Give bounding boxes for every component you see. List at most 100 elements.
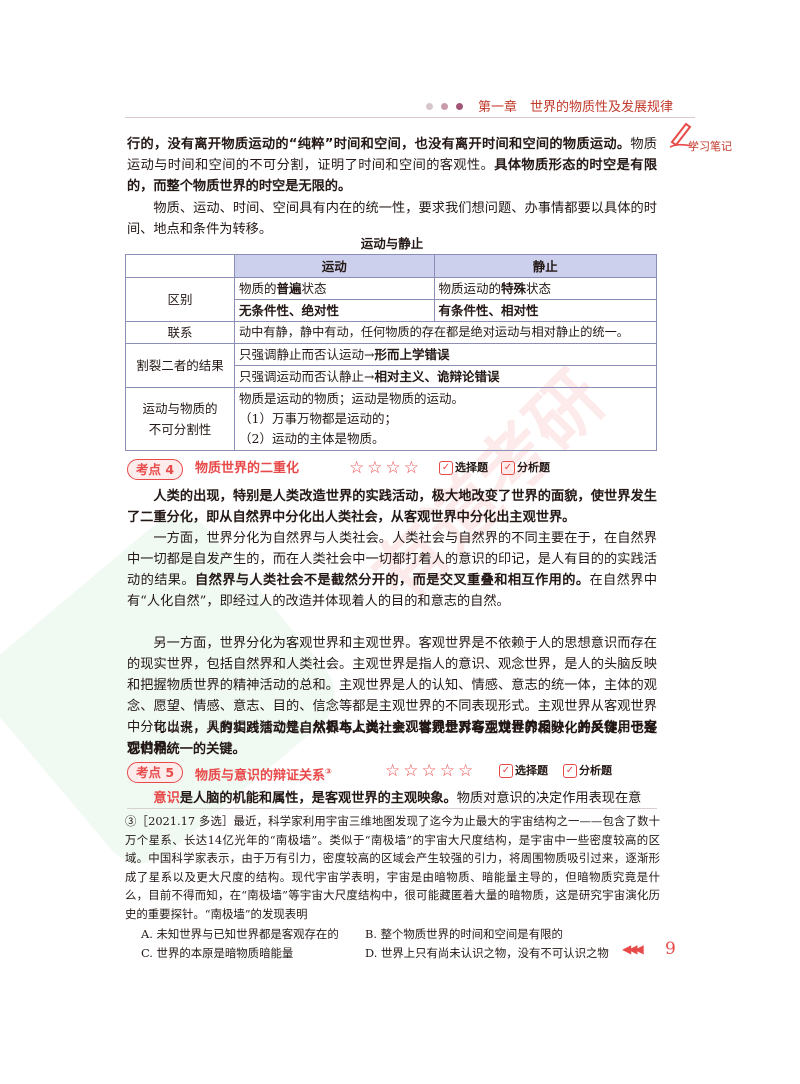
page-arrow-icon: ◀◀◀	[622, 942, 644, 956]
question-type-analysis: ✓分析题	[563, 762, 612, 780]
cell-bold: 无条件性、绝对性	[239, 303, 340, 318]
check-icon: ✓	[439, 461, 453, 475]
intro-paragraph-1: 行的，没有离开物质运动的“纯粹”时间和空间，也没有离开时间和空间的物质运动。物质…	[127, 134, 657, 197]
question-type-choice: ✓选择题	[499, 762, 548, 780]
key-point-4-bar: 考点 4 物质世界的二重化 ☆☆☆☆ ✓选择题 ✓分析题	[127, 457, 657, 481]
table-header-row: 运动 静止	[125, 254, 658, 278]
kp5-lead-text: 物质对意识的决定作用表现在意	[456, 791, 642, 806]
insep-line: （2）运动的主体是物质。	[239, 431, 385, 446]
table-row: 运动与物质的不可分割性 物质是运动的物质；运动是物质的运动。 （1）万事万物都是…	[125, 387, 657, 451]
diff-rest-nature: 有条件性、相对性	[433, 299, 658, 322]
key-point-4-tag: 考点 4	[127, 459, 184, 480]
key-point-5-bar: 考点 5 物质与意识的辩证关系③ ☆☆☆☆☆ ✓选择题 ✓分析题	[127, 760, 657, 784]
study-notes-text: 学习笔记	[688, 140, 732, 153]
dot-dark	[456, 103, 463, 110]
check-label: 分析题	[517, 461, 550, 474]
dot-mid	[441, 103, 448, 110]
dot-light	[426, 103, 433, 110]
kp4-paragraph-3: 另一方面，世界分化为客观世界和主观世界。客观世界是不依赖于人的思想意识而存在的现…	[127, 633, 657, 759]
kp4-paragraph-2: 一方面，世界分化为自然界与人类社会。人类社会与自然界的不同主要在于，在自然界中一…	[127, 528, 657, 612]
key-point-5-title: 物质与意识的辩证关系③	[195, 762, 332, 786]
check-label: 分析题	[579, 764, 612, 777]
link-label: 联系	[125, 321, 235, 344]
option-a: A. 未知世界与已知世界都是客观存在的	[141, 927, 339, 941]
table-row: 联系 动中有静，静中有动，任何物质的存在都是绝对运动与相对静止的统一。	[125, 321, 657, 344]
cell-text: 状态	[301, 281, 327, 296]
split-label: 割裂二者的结果	[125, 343, 235, 388]
cell-text: 物质的	[239, 281, 277, 296]
cell-bold: 有条件性、相对性	[438, 303, 539, 318]
kp4-p2-bold: 自然界与人类社会不是截然分开的，而是交叉重叠和相互作用的。	[195, 573, 590, 588]
check-icon: ✓	[563, 764, 577, 778]
header-rule	[125, 117, 695, 118]
cell-bold: 相对主义、诡辩论错误	[374, 369, 500, 384]
cell-text: 物质运动的	[438, 281, 502, 296]
insep-label: 运动与物质的不可分割性	[125, 387, 235, 451]
split-row-2: 只强调运动而否认静止→相对主义、诡辩论错误	[234, 365, 657, 388]
kp4-p4-bold: 人的实践活动是自然界与人类社会、客观世界与主观世界相分化的关键，也是它们相统一的…	[127, 721, 658, 757]
check-icon: ✓	[499, 764, 513, 778]
split-row-1: 只强调静止而否认运动→形而上学错误	[234, 343, 657, 366]
table-corner	[125, 254, 235, 278]
kp4-paragraph-1: 人类的出现，特别是人类改造世界的实践活动，极大地改变了世界的面貌，使世界发生了二…	[127, 486, 657, 528]
insep-line: 物质是运动的物质；运动是物质的运动。	[239, 391, 465, 406]
kp4-p3-text: 另一方面，世界分化为客观世界和主观世界。客观世界是不依赖于人的思想意识而存在的现…	[127, 636, 657, 735]
header-motion: 运动	[234, 254, 435, 278]
kp4-p4-text: 可以说，	[153, 721, 207, 736]
kp5-lead: 意识是人脑的机能和属性，是客观世界的主观映象。物质对意识的决定作用表现在意	[127, 788, 657, 809]
header-dots	[426, 99, 471, 114]
kp4-p2-text-2: 在自然界中有“人化自然”，即经过人的改造并体现着人的目的和意志的自然。	[127, 573, 658, 609]
kp4-p1-bold: 人类的出现，特别是人类改造世界的实践活动，极大地改变了世界的面貌，使世界发生了二…	[127, 489, 657, 525]
question-type-choice: ✓选择题	[439, 459, 488, 477]
intro-paragraph-2: 物质、运动、时间、空间具有内在的统一性，要求我们想问题、办事情都要以具体的时间、…	[127, 201, 657, 237]
kp4-p2-text: 一方面，世界分化为自然界与人类社会。人类社会与自然界的不同主要在于，在自然界中一…	[127, 531, 657, 588]
cell-text: 只强调运动而否认静止→	[239, 369, 375, 384]
option-b: B. 整个物质世界的时间和空间是有限的	[365, 927, 563, 941]
table-caption: 运动与静止	[360, 236, 424, 251]
kp4-paragraph-4: 可以说，人的实践活动是自然界与人类社会、客观世界与主观世界相分化的关键，也是它们…	[127, 718, 657, 760]
chapter-title: 第一章 世界的物质性及发展规律	[478, 100, 674, 115]
difficulty-stars: ☆☆☆☆	[349, 458, 422, 478]
header-rest: 静止	[433, 254, 658, 278]
cell-bold: 形而上学错误	[374, 347, 450, 362]
footnote-divider	[127, 808, 657, 809]
kp5-lead-bold: 是人脑的机能和属性，是客观世界的主观映象。	[179, 791, 457, 806]
question-type-analysis: ✓分析题	[501, 459, 550, 477]
cell-text: 状态	[526, 281, 552, 296]
cell-text: 只强调静止而否认运动→	[239, 347, 375, 362]
page-number: 9	[665, 939, 676, 959]
insep-line: （1）万事万物都是运动的；	[239, 411, 397, 426]
insep-label-text: 运动与物质的不可分割性	[142, 401, 218, 437]
difficulty-stars: ☆☆☆☆☆	[385, 761, 477, 781]
link-text: 动中有静，静中有动，任何物质的存在都是绝对运动与相对静止的统一。	[234, 321, 657, 344]
table-row: 只强调运动而否认静止→相对主义、诡辩论错误	[126, 365, 657, 388]
cell-bold: 普遍	[276, 281, 302, 296]
key-point-4-title: 物质世界的二重化	[195, 461, 300, 476]
key-point-5-tag: 考点 5	[127, 762, 184, 783]
check-label: 选择题	[515, 764, 548, 777]
footnote-ref: ③	[325, 767, 332, 776]
option-c: C. 世界的本原是暗物质暗能量	[141, 946, 294, 960]
kp5-title-text: 物质与意识的辩证关系	[195, 768, 326, 784]
diff-label: 区别	[125, 277, 235, 322]
motion-rest-table: 运动 静止 区别 物质的普遍状态 物质运动的特殊状态 无条件性、绝对性 有条件性…	[125, 254, 658, 451]
diff-motion-state: 物质的普遍状态	[234, 277, 435, 300]
intro-bold-2: 具体物质形态的时空是有限的，而整个物质世界的时空是无限的。	[127, 158, 658, 194]
check-label: 选择题	[455, 461, 488, 474]
footnote-question: ③［2021.17 多选］最近，科学家利用宇宙三维地图发现了迄今为止最大的宇宙结…	[125, 814, 660, 921]
option-d: D. 世界上只有尚未认识之物，没有不可认识之物	[365, 946, 609, 960]
intro-normal: 物质运动与时间和空间的不可分割，证明了时间和空间的客观性。	[127, 137, 657, 173]
diff-motion-nature: 无条件性、绝对性	[234, 299, 435, 322]
intro-bold-1: 行的，没有离开物质运动的“纯粹”时间和空间，也没有离开时间和空间的物质运动。	[127, 137, 631, 152]
pen-writing-icon	[669, 122, 693, 148]
kp5-lead-red: 意识	[153, 791, 180, 806]
table-row: 区别 物质的普遍状态 物质运动的特殊状态	[125, 277, 658, 322]
diff-rest-state: 物质运动的特殊状态	[433, 277, 658, 300]
running-header: 第一章 世界的物质性及发展规律	[420, 96, 700, 118]
insep-content: 物质是运动的物质；运动是物质的运动。 （1）万事万物都是运动的； （2）运动的主…	[234, 387, 657, 451]
study-notes-label: 学习笔记	[668, 118, 746, 158]
table-row: 割裂二者的结果 只强调静止而否认运动→形而上学错误	[125, 343, 657, 388]
kp4-p3-bold: 从根本上说，主观世界是对客观世界的反映，并反作用于客观世界。	[127, 720, 658, 756]
check-icon: ✓	[501, 461, 515, 475]
cell-bold: 特殊	[501, 281, 527, 296]
